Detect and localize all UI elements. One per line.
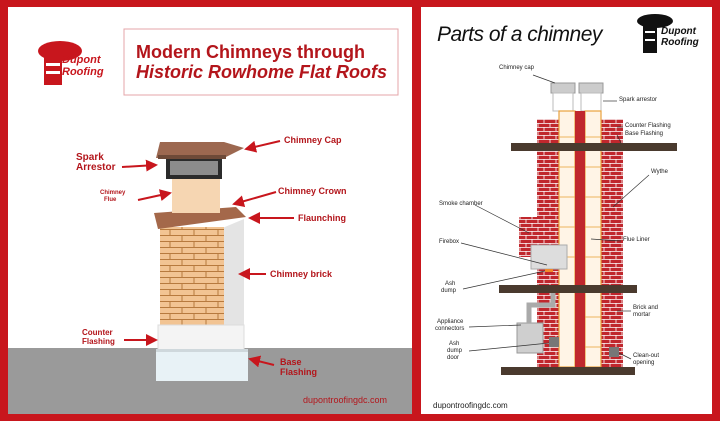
label-spark-arrestor-2: Arrestor: [76, 162, 116, 173]
label-counter-flashing-right: Counter Flashing: [625, 123, 671, 129]
label-clean-out-2: opening: [633, 360, 655, 366]
base-slab: [501, 367, 635, 375]
label-base-flashing-right: Base Flashing: [625, 131, 664, 137]
right-title: Parts of a chimney: [437, 23, 602, 46]
appliance: [516, 322, 544, 354]
label-flaunching: Flaunching: [298, 213, 346, 223]
label-chimney-crown: Chimney Crown: [278, 186, 347, 196]
label-spark-arrestor-right: Spark arrestor: [619, 97, 658, 103]
label-flue-liner: Flue Liner: [623, 237, 650, 243]
chimney-brick-body: [160, 227, 224, 327]
label-spark-arrestor-1: Spark: [76, 152, 104, 163]
left-title-line1: Modern Chimneys through: [136, 42, 365, 62]
base-flashing: [156, 349, 248, 381]
label-base-flashing-1: Base: [280, 357, 302, 367]
right-footer-url[interactable]: dupontroofingdc.com: [433, 401, 508, 410]
right-logo-line1: Dupont: [661, 26, 696, 37]
label-base-flashing-2: Flashing: [280, 367, 318, 377]
label-ash-dump-2: dump: [441, 288, 457, 294]
left-title-line2: Historic Rowhome Flat Roofs: [136, 62, 388, 82]
left-logo-line1: Dupont: [62, 54, 101, 66]
label-brick-mortar-1: Brick and: [633, 305, 659, 311]
left-infographic-panel: Dupont Roofing Modern Chimneys through H…: [8, 7, 412, 414]
floor-slab: [499, 285, 637, 293]
dupont-logo-icon: [38, 41, 82, 85]
label-chimney-flue-1: Chimney: [100, 190, 126, 196]
right-infographic-panel: Parts of a chimney Dupont Roofing Chimne…: [421, 7, 712, 414]
clean-out-opening: [609, 347, 619, 357]
label-wythe: Wythe: [651, 169, 668, 175]
label-chimney-cap: Chimney Cap: [284, 135, 342, 145]
label-chimney-brick: Chimney brick: [270, 269, 333, 279]
left-logo-line2: Roofing: [62, 66, 104, 78]
label-chimney-flue-2: Flue: [104, 197, 117, 203]
label-ash-dump-door-3: door: [447, 355, 460, 361]
ash-dump: [545, 269, 553, 272]
label-counter-flashing-2: Flashing: [82, 337, 115, 346]
left-footer-url[interactable]: dupontroofingdc.com: [303, 395, 388, 405]
chimney-crown: [172, 177, 220, 213]
ash-dump-door: [549, 337, 559, 347]
roof-slab: [511, 143, 677, 151]
label-ash-dump-1: Ash: [445, 281, 456, 287]
right-logo-line2: Roofing: [661, 37, 699, 48]
label-appliance-connectors-1: Appliance: [437, 319, 464, 325]
dupont-logo-icon-right: [637, 14, 673, 53]
label-counter-flashing-1: Counter: [82, 328, 113, 337]
label-smoke-chamber: Smoke chamber: [439, 201, 483, 207]
right-chimney-diagram: [460, 14, 677, 375]
label-clean-out-1: Clean-out: [633, 353, 660, 359]
chimney-cap: [156, 142, 244, 158]
label-appliance-connectors-2: connectors: [435, 326, 465, 332]
label-ash-dump-door-2: dump: [447, 348, 463, 354]
left-chimney-illustration: [8, 28, 412, 414]
label-firebox: Firebox: [439, 239, 460, 245]
label-chimney-cap-right: Chimney cap: [499, 65, 535, 71]
label-ash-dump-door-1: Ash: [449, 341, 460, 347]
label-brick-mortar-2: mortar: [633, 312, 651, 318]
brick-wythe-right: [601, 119, 623, 369]
